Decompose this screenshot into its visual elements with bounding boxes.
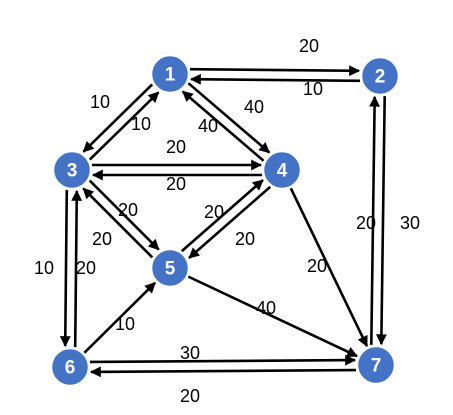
edge-weight-1-to-2: 20	[299, 36, 319, 56]
node-circle-6	[49, 346, 91, 388]
node-circle-3	[51, 149, 93, 191]
edge-weight-3-to-6: 20	[76, 258, 96, 278]
edge-7-to-6	[89, 366, 357, 378]
node-label-7: 7	[371, 356, 382, 377]
edge-weight-2-to-1: 10	[303, 79, 323, 99]
edge-weight-3-to-1: 10	[90, 92, 110, 112]
node-7: 7	[355, 344, 397, 386]
edge-7-to-2	[369, 95, 381, 345]
edge-6-to-3	[71, 189, 83, 348]
edge-labels-layer: 20 10 10 10 40 40 20 20 20 20 20 20 10 20 10 40 20 20 30 30…	[34, 36, 420, 406]
edge-3-to-6	[59, 189, 71, 348]
node-label-1: 1	[165, 65, 176, 86]
edge-weight-4-to-5: 20	[235, 229, 255, 249]
node-6: 6	[49, 346, 91, 388]
node-circle-4	[261, 149, 303, 191]
edge-weight-5-to-4: 20	[204, 202, 224, 222]
edge-weight-5-to-7: 40	[256, 298, 276, 318]
edge-6-to-7	[89, 354, 357, 366]
node-2: 2	[359, 55, 401, 97]
edge-weight-7-to-2: 20	[356, 213, 376, 233]
edge-1-to-3	[82, 83, 154, 153]
edge-weight-1-to-4: 40	[244, 97, 264, 117]
edge-5-to-3	[82, 187, 154, 259]
nodes-layer: 1 2 3 4 5 6 7	[49, 53, 401, 388]
edge-2-to-7	[375, 96, 387, 346]
edge-weight-4-to-7: 20	[307, 256, 327, 276]
edge-weight-4-to-1: 40	[198, 116, 218, 136]
node-label-6: 6	[65, 358, 76, 379]
edge-weight-2-to-7: 30	[400, 213, 420, 233]
node-3: 3	[51, 149, 93, 191]
node-4: 4	[261, 149, 303, 191]
edge-4-to-7	[289, 187, 369, 348]
edge-1-to-4	[187, 82, 271, 154]
edge-weight-6-to-3: 10	[34, 258, 54, 278]
edge-1-to-2	[189, 65, 361, 77]
node-circle-7	[355, 344, 397, 386]
edge-weight-4-to-3: 20	[166, 174, 186, 194]
edge-3-to-5	[88, 179, 160, 251]
edge-5-to-4	[180, 179, 264, 253]
node-label-4: 4	[277, 161, 288, 182]
edge-weight-3-to-5: 20	[118, 200, 138, 220]
edge-4-to-5	[188, 185, 272, 259]
node-circle-2	[359, 55, 401, 97]
node-label-5: 5	[165, 259, 176, 280]
edge-3-to-1	[88, 91, 160, 161]
node-label-2: 2	[375, 67, 386, 88]
node-circle-5	[149, 247, 191, 289]
edge-6-to-5	[83, 281, 157, 354]
edge-weight-6-to-5: 10	[115, 314, 135, 334]
edge-5-to-7	[187, 275, 358, 358]
node-5: 5	[149, 247, 191, 289]
edge-2-to-1	[189, 73, 361, 85]
edges-layer	[59, 65, 387, 378]
edge-4-to-1	[181, 90, 265, 162]
edge-weight-6-to-7: 20	[180, 386, 200, 406]
node-label-3: 3	[67, 161, 78, 182]
node-1: 1	[149, 53, 191, 95]
edge-weight-1-to-3: 10	[131, 114, 151, 134]
edge-weight-7-to-6: 30	[180, 343, 200, 363]
edge-weight-5-to-3: 20	[92, 229, 112, 249]
node-circle-1	[149, 53, 191, 95]
edge-weight-3-to-4: 20	[166, 137, 186, 157]
